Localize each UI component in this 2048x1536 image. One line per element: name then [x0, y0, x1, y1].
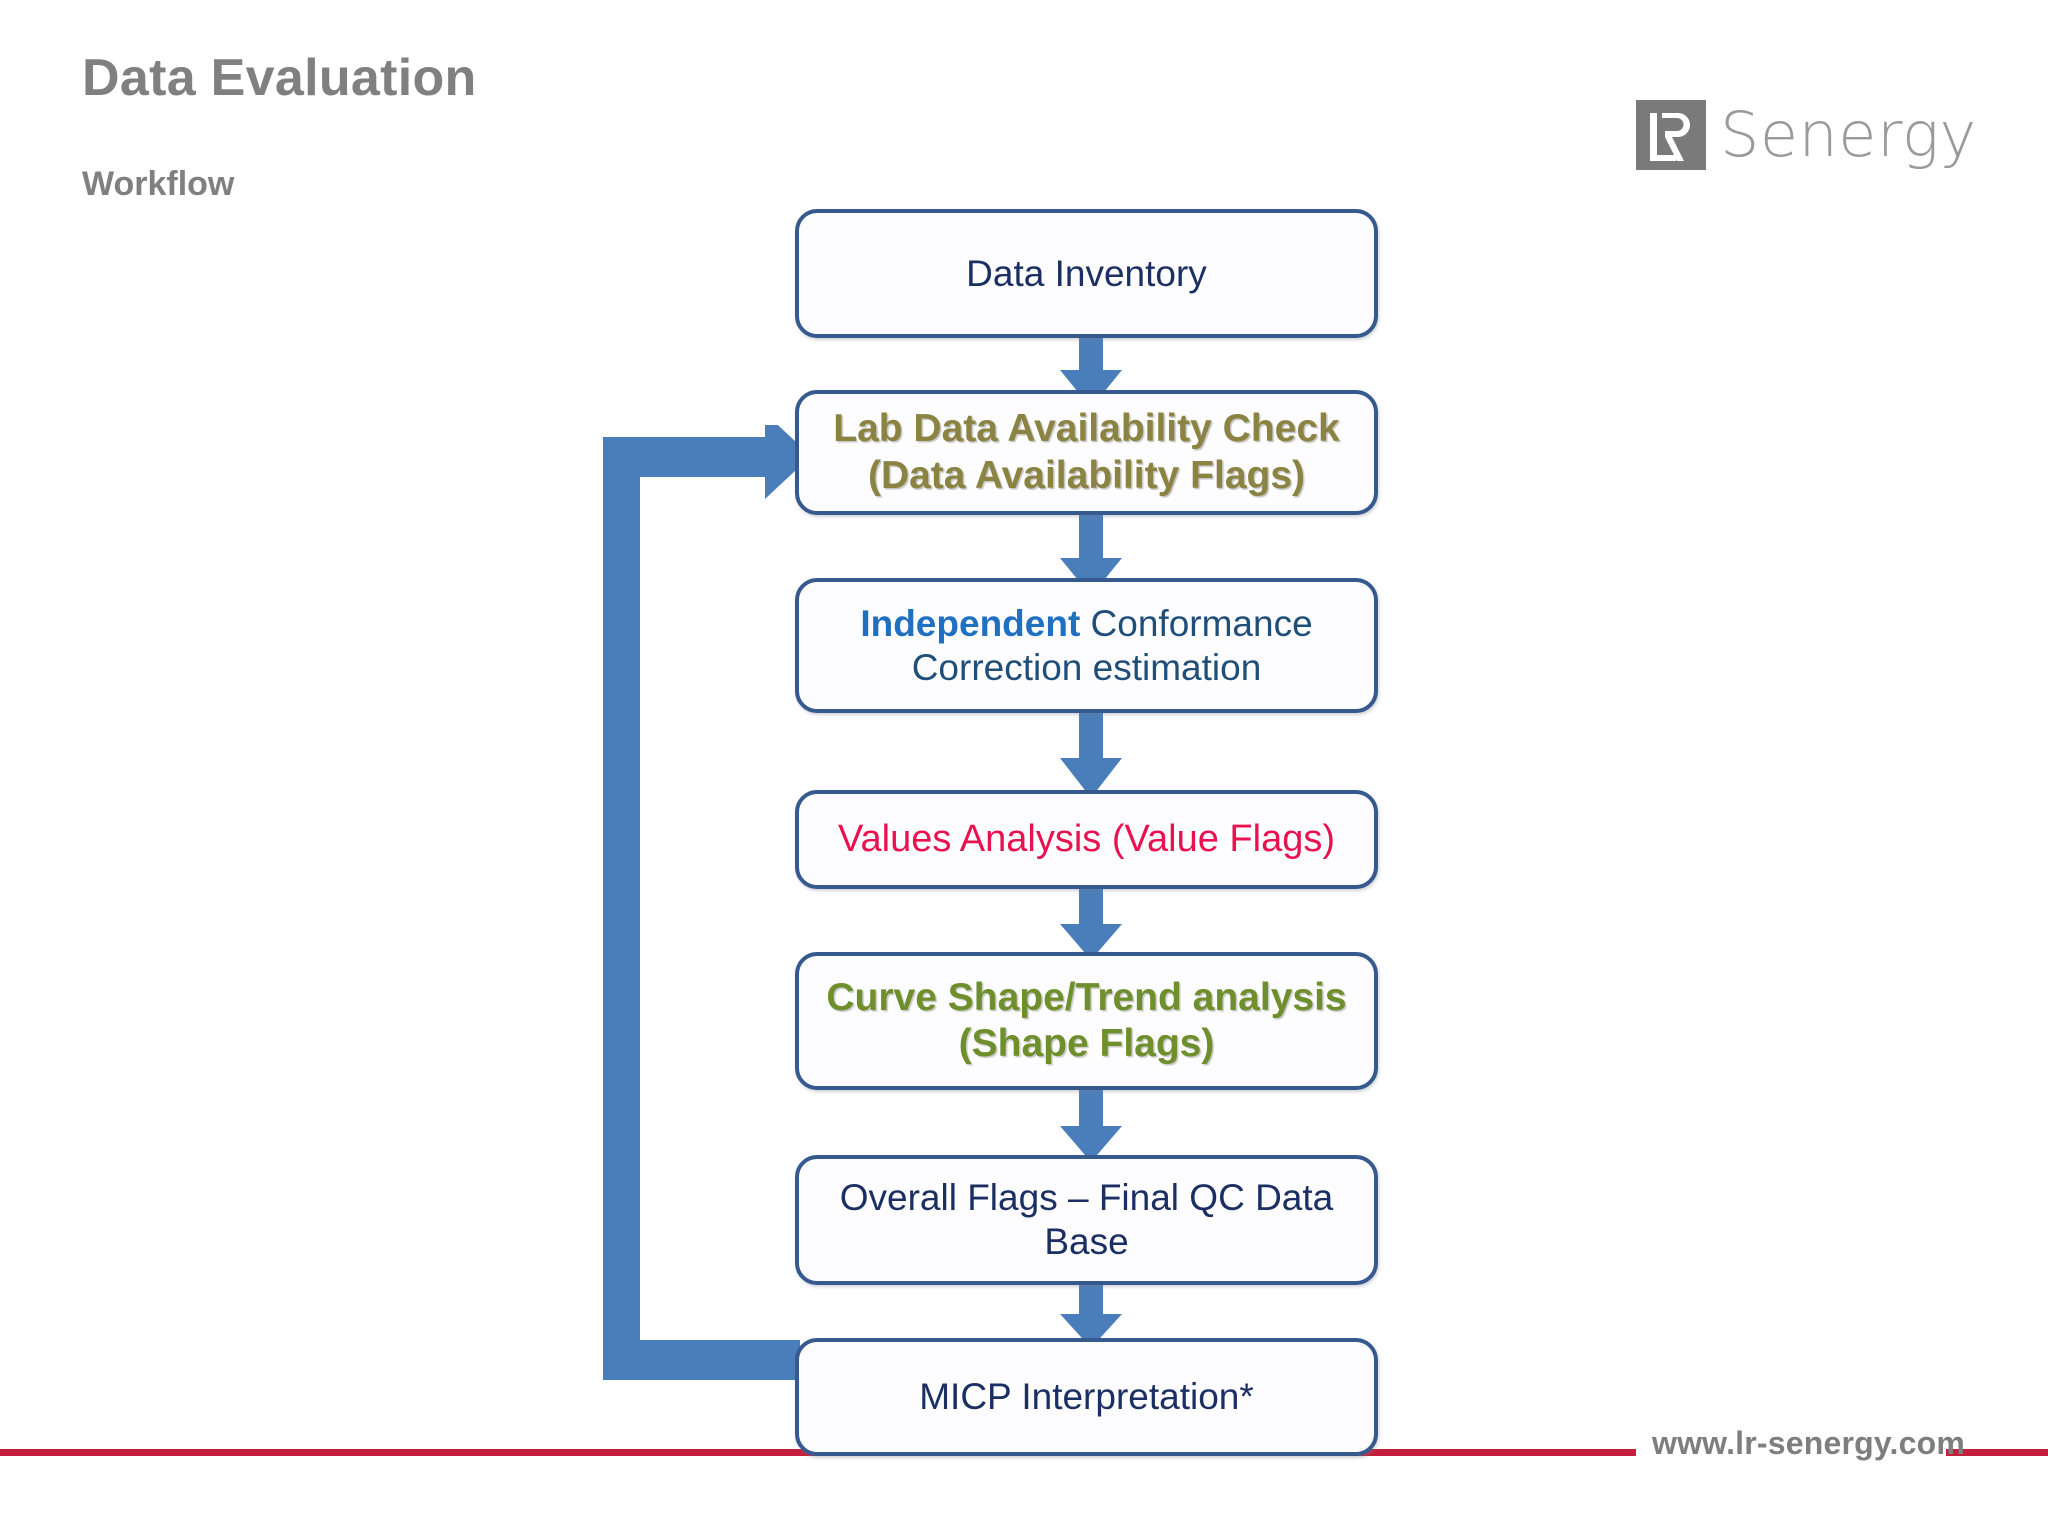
flow-node-conformance-correction[interactable]: Independent Conformance Correction estim…: [795, 578, 1378, 713]
flow-node-label-rest: Conformance: [1080, 602, 1313, 644]
flow-node-overall-flags[interactable]: Overall Flags – Final QC Data Base: [795, 1155, 1378, 1285]
flow-node-label-line2: Correction estimation: [911, 646, 1262, 688]
flow-node-label-line2: (Data Availability Flags): [867, 453, 1306, 497]
flow-node-label-emphasis: Independent: [860, 602, 1081, 644]
flow-node-label-line1: Lab Data Availability Check: [833, 407, 1340, 451]
flow-node-label: MICP Interpretation*: [919, 1376, 1254, 1418]
flow-node-label: Independent Conformance Correction estim…: [860, 602, 1312, 689]
flow-node-label-line2: Base: [1044, 1221, 1129, 1262]
flow-node-label-line1: Overall Flags – Final QC Data: [839, 1177, 1334, 1219]
flow-node-curve-shape-trend[interactable]: Curve Shape/Trend analysis (Shape Flags): [795, 952, 1378, 1090]
flow-arrow-down-3: [1060, 710, 1122, 798]
flow-node-lab-data-availability[interactable]: Lab Data Availability Check (Data Availa…: [795, 390, 1378, 515]
flow-arrow-feedback-loop: [595, 425, 825, 1425]
flow-node-label-line2: (Shape Flags): [958, 1022, 1215, 1065]
flow-node-label: Data Inventory: [966, 252, 1207, 294]
brand-logo: Senergy: [1636, 100, 1977, 170]
flow-node-label: Curve Shape/Trend analysis (Shape Flags): [826, 975, 1346, 1067]
flow-node-label: Overall Flags – Final QC Data Base: [840, 1176, 1334, 1263]
flow-node-micp-interpretation[interactable]: MICP Interpretation*: [795, 1338, 1378, 1456]
flow-node-label: Values Analysis (Value Flags): [837, 818, 1336, 861]
flow-arrow-down-5: [1060, 1084, 1122, 1162]
flow-node-label-line1: Curve Shape/Trend analysis: [826, 975, 1347, 1019]
lr-monogram-icon: [1636, 100, 1706, 170]
flow-arrow-down-1: [1060, 326, 1122, 408]
flow-arrow-down-4: [1060, 884, 1122, 960]
page-title: Data Evaluation: [82, 49, 477, 107]
flow-arrow-down-2: [1060, 514, 1122, 596]
footer-url: www.lr-senergy.com: [1652, 1425, 1966, 1461]
flow-node-values-analysis[interactable]: Values Analysis (Value Flags): [795, 790, 1378, 889]
page-subtitle: Workflow: [82, 165, 235, 203]
brand-wordmark: Senergy: [1720, 98, 1977, 171]
footer-rule-right: [1946, 1449, 2048, 1456]
flow-node-label: Lab Data Availability Check (Data Availa…: [833, 406, 1339, 498]
flow-arrow-down-6: [1060, 1278, 1122, 1348]
flow-node-data-inventory[interactable]: Data Inventory: [795, 209, 1378, 338]
